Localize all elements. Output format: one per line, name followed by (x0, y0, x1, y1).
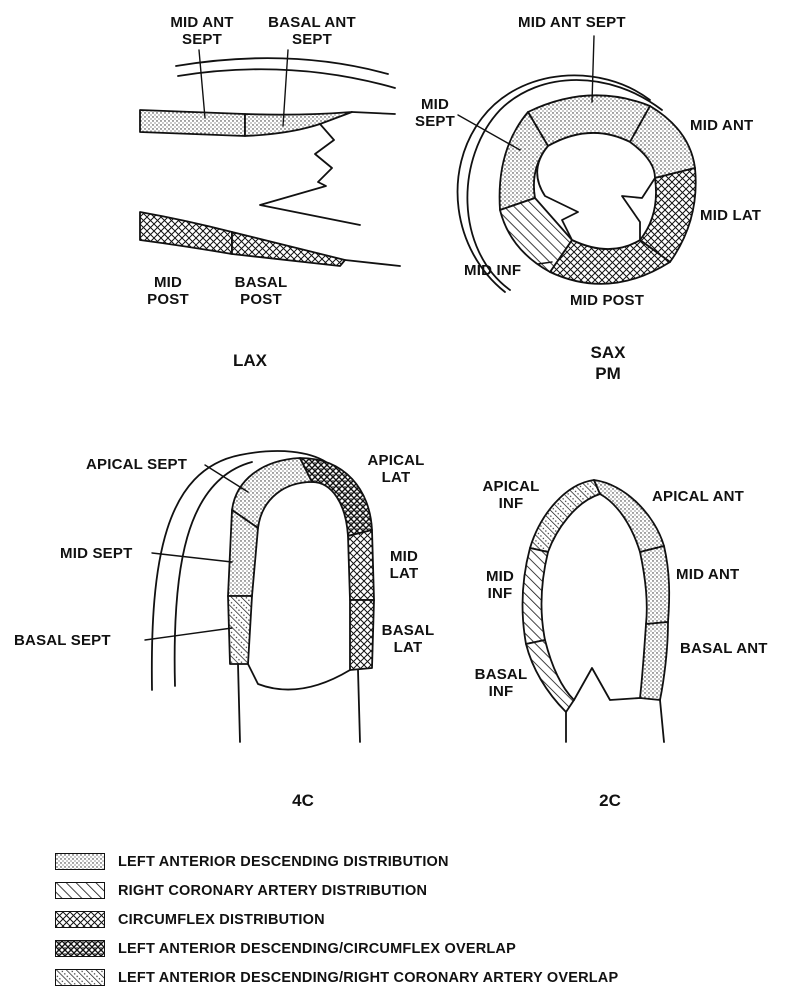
legend-label: LEFT ANTERIOR DESCENDING/CIRCUMFLEX OVER… (118, 941, 516, 957)
2c-basal-inf-segment (526, 640, 574, 712)
label-line: INF (480, 585, 520, 602)
label-line: LAT (356, 469, 436, 486)
label-line: SEPT (160, 31, 244, 48)
4c-label-apical-sept: APICAL SEPT (86, 456, 187, 473)
lax-label-mid-ant-sept: MID ANT SEPT (160, 14, 244, 48)
label-line: BASAL ANT (262, 14, 362, 31)
sax-label-mid-lat: MID LAT (700, 207, 761, 224)
4c-label-basal-lat: BASAL LAT (378, 622, 438, 656)
lax-view-title: LAX (220, 350, 280, 371)
lax-label-basal-post: BASAL POST (230, 274, 292, 308)
lax-label-basal-ant-sept: BASAL ANT SEPT (262, 14, 362, 48)
2c-label-mid-inf: MID INF (480, 568, 520, 602)
label-line: MID (410, 96, 460, 113)
label-line: BASAL (230, 274, 292, 291)
label-line: LAT (378, 639, 438, 656)
2c-label-apical-ant: APICAL ANT (652, 488, 744, 505)
4c-label-mid-lat: MID LAT (384, 548, 424, 582)
legend-label: LEFT ANTERIOR DESCENDING DISTRIBUTION (118, 854, 449, 870)
legend-label: RIGHT CORONARY ARTERY DISTRIBUTION (118, 883, 427, 899)
lad-cx-pattern-swatch (55, 940, 105, 957)
lax-mid-post-segment (140, 212, 232, 254)
label-line: MID (384, 548, 424, 565)
4c-label-apical-lat: APICAL LAT (356, 452, 436, 486)
legend-item-rca: RIGHT CORONARY ARTERY DISTRIBUTION (55, 876, 775, 905)
label-line: SEPT (262, 31, 362, 48)
4c-basal-sept-segment (228, 596, 252, 664)
lax-basal-post-segment (232, 232, 345, 266)
label-line: MID (480, 568, 520, 585)
sax-view (458, 36, 696, 292)
2c-view-title: 2C (585, 790, 635, 811)
label-line: SEPT (410, 113, 460, 130)
sax-label-mid-sept: MID SEPT (410, 96, 460, 130)
2c-basal-ant-segment (640, 622, 668, 700)
lax-mid-ant-sept-segment (140, 110, 245, 136)
legend-item-lad-rca: LEFT ANTERIOR DESCENDING/RIGHT CORONARY … (55, 963, 775, 992)
sax-label-mid-inf: MID INF (464, 262, 521, 279)
label-line: BASAL (378, 622, 438, 639)
lad-rca-pattern-swatch (55, 969, 105, 986)
legend-label: LEFT ANTERIOR DESCENDING/RIGHT CORONARY … (118, 970, 618, 986)
4c-view-title: 4C (278, 790, 328, 811)
label-line: LAT (384, 565, 424, 582)
sax-view-title: SAX PM (578, 342, 638, 384)
lax-view (140, 50, 400, 266)
sax-label-mid-ant-sept: MID ANT SEPT (518, 14, 626, 31)
sax-label-mid-ant: MID ANT (690, 117, 753, 134)
4c-mid-lat-segment (348, 530, 374, 600)
legend-item-lad: LEFT ANTERIOR DESCENDING DISTRIBUTION (55, 847, 775, 876)
label-line: POST (143, 291, 193, 308)
2c-mid-inf-segment (523, 548, 548, 644)
lax-label-mid-post: MID POST (143, 274, 193, 308)
rca-pattern-swatch (55, 882, 105, 899)
label-line: APICAL (356, 452, 436, 469)
cx-pattern-swatch (55, 911, 105, 928)
2c-mid-ant-segment (640, 546, 669, 624)
label-line: POST (230, 291, 292, 308)
label-line: MID (143, 274, 193, 291)
legend: LEFT ANTERIOR DESCENDING DISTRIBUTION RI… (55, 847, 775, 992)
2c-label-mid-ant: MID ANT (676, 566, 739, 583)
2c-label-basal-ant: BASAL ANT (680, 640, 768, 657)
two-chamber-view (523, 480, 670, 742)
2c-label-apical-inf: APICAL INF (480, 478, 542, 512)
label-line: MID ANT (160, 14, 244, 31)
legend-label: CIRCUMFLEX DISTRIBUTION (118, 912, 325, 928)
lax-basal-ant-sept-segment (245, 112, 352, 136)
4c-label-basal-sept: BASAL SEPT (14, 632, 111, 649)
legend-item-lad-cx: LEFT ANTERIOR DESCENDING/CIRCUMFLEX OVER… (55, 934, 775, 963)
2c-label-basal-inf: BASAL INF (472, 666, 530, 700)
view-title-line: SAX (578, 342, 638, 363)
view-title-line: PM (578, 363, 638, 384)
4c-label-mid-sept: MID SEPT (60, 545, 132, 562)
lad-pattern-swatch (55, 853, 105, 870)
label-line: APICAL (480, 478, 542, 495)
four-chamber-view (145, 451, 374, 742)
label-line: INF (472, 683, 530, 700)
sax-label-mid-post: MID POST (570, 292, 644, 309)
label-line: BASAL (472, 666, 530, 683)
legend-item-cx: CIRCUMFLEX DISTRIBUTION (55, 905, 775, 934)
label-line: INF (480, 495, 542, 512)
4c-basal-lat-segment (350, 600, 374, 670)
